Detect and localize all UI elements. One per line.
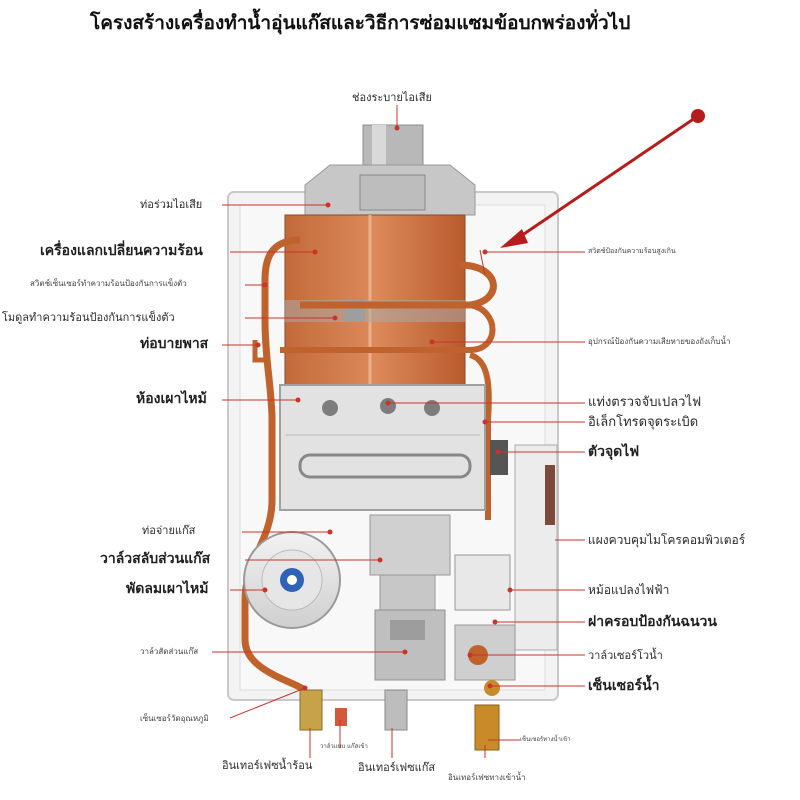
label-water-servo-valve: วาล์วเซอร์โวน้ำ [588, 649, 663, 662]
label-gas-ratio-valve: วาล์วสัดส่วนแก๊ส [140, 647, 199, 656]
label-gas-interface: อินเทอร์เฟซแก๊ส [358, 761, 436, 774]
hot-water-fitting [299, 689, 323, 731]
label-cold-water-interface: อินเทอร์เฟซทางเข้าน้ำ [448, 773, 526, 782]
cold-water-fitting [474, 704, 500, 751]
label-temp-sensor: เซ็นเซอร์วัดอุณหภูมิ [140, 714, 209, 723]
label-gas-proportional-valve: วาล์วสลับส่วนแก๊ส [100, 551, 211, 567]
label-overheat-switch: สวิตช์ป้องกันความร้อนสูงเกิน [588, 247, 676, 255]
label-combustion-chamber: ห้องเผาไหม้ [136, 391, 207, 407]
label-exhaust-manifold: ท่อร่วมไอเสีย [140, 198, 203, 211]
gas-manifold [369, 514, 451, 576]
label-heat-exchanger: เครื่องแลกเปลี่ยนความร้อน [40, 243, 203, 259]
label-flue-exhaust: ช่องระบายไอเสีย [352, 91, 432, 104]
pointer-arrow-dot [691, 109, 705, 123]
pointer-arrow-head [500, 229, 528, 248]
page-title: โครงสร้างเครื่องทำน้ำอุ่นแก๊สและวิธีการซ… [90, 12, 631, 34]
label-condensation-cover: ฝาครอบป้องกันฉนวน [588, 614, 717, 630]
label-water-inlet-valve-small: เซ็นเซอร์ทางน้ำเข้า [520, 736, 571, 743]
label-antifreeze-thermo-switch: สวิตช์เซ็นเซอร์ทำความร้อนป้องกันการแข็งต… [30, 279, 187, 288]
pointer-arrow-line [514, 114, 699, 242]
label-tank-damage-protector: อุปกรณ์ป้องกันความเสียหายของถังเก็บน้ำ [588, 337, 731, 346]
label-flame-detection-probe: แท่งตรวจจับเปลวไฟ [588, 395, 702, 410]
label-ignition-electrode: อิเล็กโทรดจุดระเบิด [588, 415, 699, 430]
label-combustion-fan: พัดลมเผาไหม้ [126, 581, 209, 597]
gas-inlet-fitting [384, 689, 408, 731]
label-bypass-pipe: ท่อบายพาส [140, 336, 209, 352]
label-igniter: ตัวจุดไฟ [588, 444, 640, 460]
copper-pipe-left [241, 236, 307, 694]
label-water-sensor: เซ็นเซอร์น้ำ [588, 678, 660, 694]
label-hot-water-interface: อินเทอร์เฟซน้ำร้อน [222, 759, 313, 772]
label-gas-valve-small: วาล์วแบบ แก๊สเข้า [320, 743, 368, 750]
label-microcomputer-board: แผงควบคุมไมโครคอมพิวเตอร์ [588, 533, 746, 547]
label-transformer: หม้อแปลงไฟฟ้า [588, 583, 670, 597]
transformer-box [454, 554, 511, 611]
label-antifreeze-heating-module: โมดูลทำความร้อนป้องกันการแข็งตัว [2, 311, 175, 324]
label-gas-supply-pipe: ท่อจ่ายแก๊ส [142, 524, 196, 537]
